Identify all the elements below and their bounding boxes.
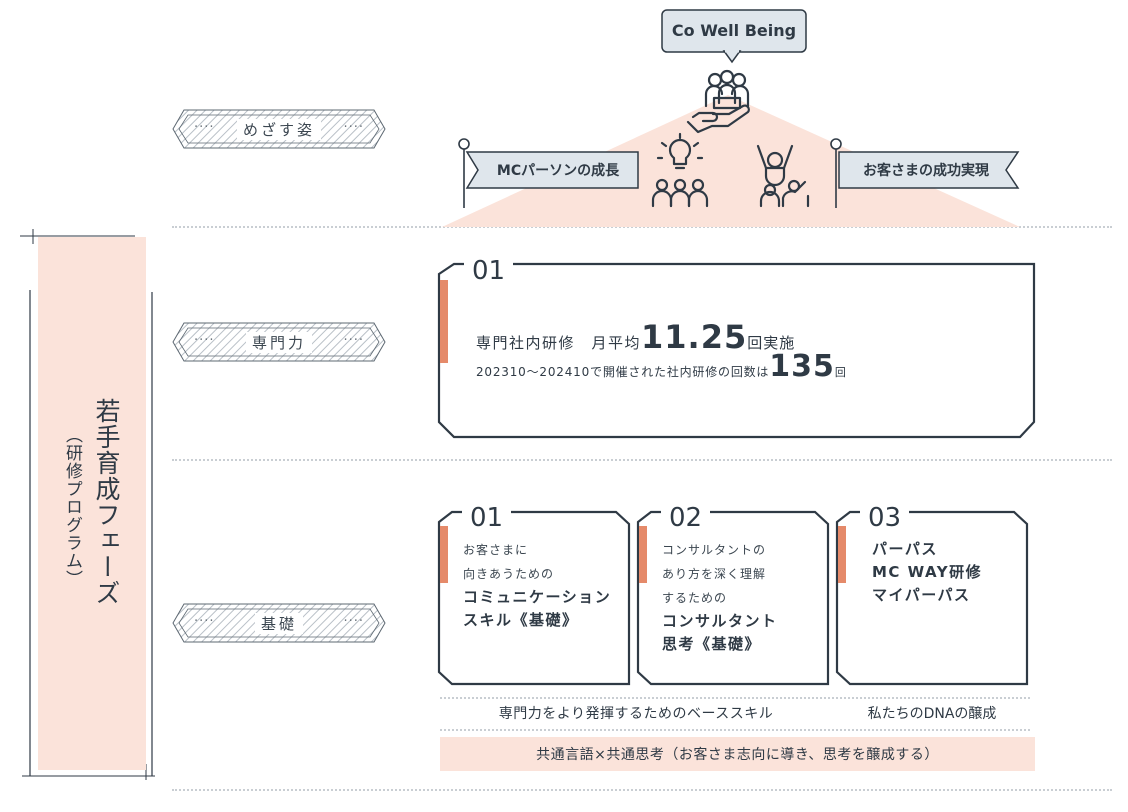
common-band: [440, 737, 1035, 771]
expertise-line1-suffix: 回実施: [747, 334, 796, 352]
basic-card-number-2: 02: [661, 505, 711, 531]
dots-left: ····: [194, 333, 215, 348]
dots-right: ····: [343, 614, 364, 629]
card3-bold-1: パーパス: [872, 540, 938, 558]
divider-bottom: [172, 789, 1112, 791]
expertise-line2-prefix: 202310～202410で開催された社内研修の回数は: [476, 365, 770, 379]
card1-bold-1: コミュニケーション: [463, 588, 612, 606]
card2-bold-1: コンサルタント: [662, 612, 778, 630]
footer-dotline-2: [440, 729, 1030, 731]
basic-card-accent-2: [639, 526, 647, 583]
flag-left-shape: [465, 151, 639, 189]
expertise-line2: 202310～202410で開催された社内研修の回数は135回: [476, 349, 846, 384]
dots-left: ····: [194, 120, 215, 135]
card2-small-1: コンサルタントの: [662, 543, 767, 557]
expertise-line1-prefix: 専門社内研修 月平均: [476, 334, 642, 352]
side-bracket: [20, 229, 155, 780]
card3-bold-2: MC WAY研修: [872, 563, 983, 581]
card2-bold-2: 思考《基礎》: [662, 635, 762, 653]
vision-triangle: [442, 95, 1020, 227]
basics-label-text: 基礎: [254, 612, 303, 634]
flag-left-text: MCパーソンの成長: [496, 163, 620, 179]
side-title: 若手育成フェーズ: [92, 398, 121, 606]
expertise-label-text: 専門力: [245, 331, 312, 353]
bubble-shape: [661, 9, 807, 64]
basic-card-body-2: コンサルタントの あり方を深く理解 するための コンサルタント 思考《基礎》: [662, 538, 827, 656]
basic-card-body-3: パーパス MC WAY研修 マイパーパス: [872, 538, 1022, 607]
dots-right: ····: [343, 333, 364, 348]
expertise-line2-number: 135: [769, 349, 835, 384]
lightbulb-people-icon: [651, 132, 709, 208]
goal-label-text: めざす姿: [236, 118, 321, 140]
side-subtitle: （研修プログラム）: [62, 426, 82, 588]
goal-label: ···· めざす姿 ····: [172, 109, 386, 149]
expertise-card-frame: [437, 262, 1036, 439]
bubble-text: Co Well Being: [671, 21, 797, 40]
card1-bold-2: スキル《基礎》: [463, 611, 579, 629]
side-panel: [38, 237, 146, 770]
flag-right-shape: [838, 151, 1020, 189]
people-hand-icon: [686, 69, 750, 134]
expertise-card-number: 01: [464, 258, 514, 284]
card2-small-2: あり方を深く理解: [662, 567, 767, 581]
card3-bold-3: マイパーパス: [872, 586, 971, 604]
vision-graphic: [442, 9, 1020, 227]
flag-right-text: お客さまの成功実現: [863, 163, 989, 179]
basic-card-accent-1: [440, 526, 448, 583]
basic-card-number-3: 03: [860, 505, 910, 531]
basic-card-accent-3: [838, 526, 846, 583]
divider-middle: [172, 459, 1112, 461]
common-text: 共通言語×共通思考（お客さま志向に導き、思考を醸成する）: [536, 747, 939, 763]
dna-text: 私たちのDNAの醸成: [867, 706, 997, 722]
card2-small-3: するための: [662, 591, 728, 605]
pin-icon: [458, 138, 842, 208]
card1-small-1: お客さまに: [463, 543, 529, 557]
basics-label: ···· 基礎 ····: [172, 603, 386, 643]
expertise-line2-suffix: 回: [834, 366, 846, 379]
base-skill-text: 専門力をより発揮するためのベーススキル: [498, 706, 774, 722]
expertise-line1-number: 11.25: [641, 318, 748, 356]
cheering-people-icon: [756, 144, 810, 208]
expertise-line1: 専門社内研修 月平均11.25回実施: [476, 318, 795, 356]
expertise-label: ···· 専門力 ····: [172, 322, 386, 362]
footer-dotline-1: [440, 697, 1030, 699]
basic-card-body-1: お客さまに 向きあうための コミュニケーション スキル《基礎》: [463, 538, 628, 632]
dots-right: ····: [343, 120, 364, 135]
dots-left: ····: [194, 614, 215, 629]
expertise-card-accent: [440, 280, 448, 363]
basic-card-number-1: 01: [462, 505, 512, 531]
card1-small-2: 向きあうための: [463, 567, 555, 581]
